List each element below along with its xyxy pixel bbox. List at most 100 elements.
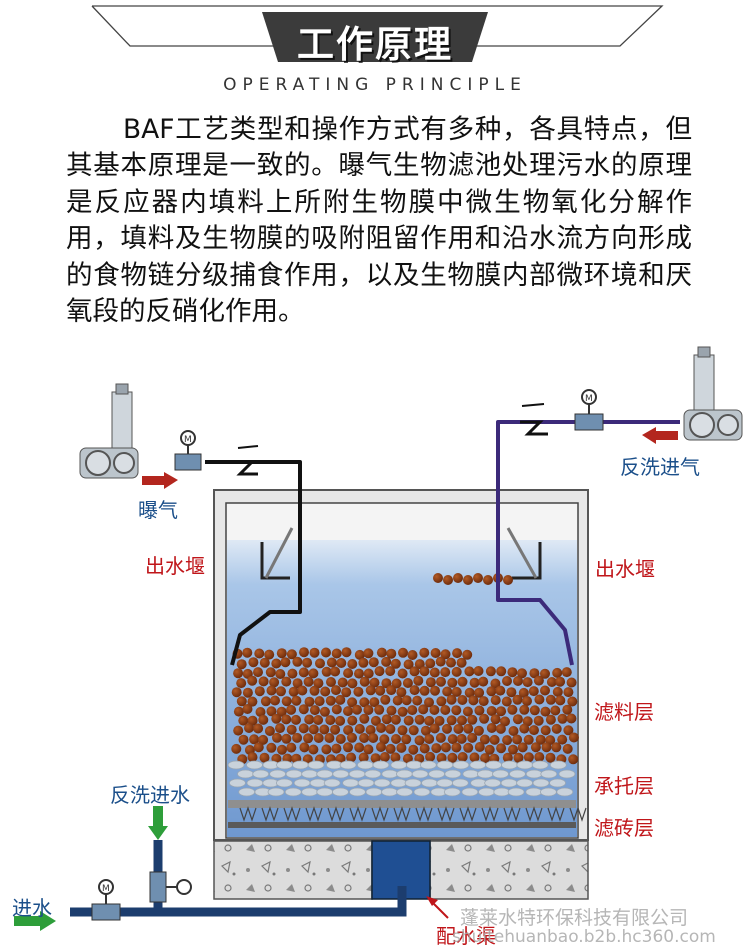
- media-ball: [298, 704, 309, 715]
- media-ball: [302, 657, 313, 668]
- support-pebble: [229, 778, 246, 788]
- support-pebble: [332, 769, 350, 779]
- media-ball: [512, 734, 523, 745]
- support-pebble: [269, 769, 287, 779]
- support-pebble: [470, 778, 488, 788]
- nozzle: [525, 806, 543, 822]
- media-ball: [425, 658, 436, 669]
- media-ball: [308, 724, 319, 735]
- media-ball: [414, 735, 425, 746]
- media-ball: [280, 657, 291, 668]
- media-ball: [457, 752, 468, 762]
- support-pebble: [476, 769, 494, 779]
- media-ball: [566, 713, 577, 724]
- media-ball: [513, 676, 523, 686]
- media-ball: [552, 667, 563, 678]
- filter-brick-floor: [228, 822, 576, 828]
- label-aeration: 曝气: [138, 498, 178, 522]
- media-ball: [508, 744, 518, 755]
- support-pebble: [436, 760, 454, 770]
- support-pebble: [285, 769, 303, 779]
- weir-right: [506, 527, 542, 580]
- support-pebble: [516, 760, 534, 770]
- media-ball: [506, 687, 517, 698]
- support-pebble: [390, 760, 408, 770]
- support-pebble: [492, 769, 509, 779]
- media-ball: [540, 668, 550, 679]
- media-ball: [331, 685, 341, 696]
- media-ball: [281, 696, 292, 707]
- media-ball: [486, 723, 497, 733]
- media-ball: [286, 742, 297, 753]
- media-ball: [424, 734, 435, 744]
- media-ball: [370, 715, 381, 726]
- media-ball: [535, 734, 546, 745]
- label-filter-brick: 滤砖层: [594, 816, 654, 840]
- media-ball: [286, 704, 297, 715]
- media-ball: [326, 677, 336, 687]
- media-ball: [508, 726, 519, 736]
- media-ball: [446, 657, 456, 668]
- support-pebble: [301, 787, 319, 797]
- media-ball: [555, 676, 566, 687]
- media-ball: [424, 715, 435, 726]
- media-ball: [490, 714, 501, 725]
- support-pebble: [396, 769, 413, 779]
- media-ball: [343, 742, 353, 753]
- media-ball: [501, 696, 512, 707]
- media-ball: [518, 687, 529, 698]
- media-ball: [390, 658, 401, 669]
- media-ball: [341, 647, 352, 658]
- media-ball: [407, 705, 418, 716]
- nozzle: [239, 806, 257, 822]
- media-ball: [369, 697, 380, 708]
- media-ball: [456, 657, 467, 668]
- media-ball: [407, 650, 418, 660]
- media-ball: [321, 666, 332, 677]
- nozzle: [393, 806, 411, 822]
- svg-text:M: M: [184, 435, 192, 445]
- media-ball: [397, 668, 408, 679]
- media-ball: [412, 695, 423, 706]
- media-ball: [253, 667, 263, 678]
- media-ball: [489, 734, 500, 745]
- support-pebble: [451, 778, 469, 788]
- media-ball: [265, 667, 276, 678]
- media-ball: [330, 666, 341, 677]
- media-ball: [463, 575, 473, 585]
- media-ball: [321, 647, 331, 658]
- media-ball: [545, 694, 556, 705]
- media-ball: [485, 666, 496, 677]
- label-backwash-water: 反洗进水: [110, 783, 190, 807]
- media-ball: [385, 743, 396, 754]
- backwash-air-valve: M: [574, 389, 604, 431]
- media-ball: [529, 668, 540, 679]
- media-ball: [429, 667, 440, 678]
- filter-brick-layer: [228, 800, 587, 828]
- media-ball: [431, 743, 442, 754]
- media-ball: [359, 733, 370, 743]
- label-distribution-channel: 配水渠: [436, 924, 496, 948]
- media-ball: [276, 686, 286, 697]
- media-ball: [386, 705, 397, 716]
- label-support-layer: 承托层: [594, 774, 654, 798]
- media-ball: [363, 705, 374, 715]
- label-filter-media: 滤料层: [594, 700, 654, 724]
- media-ball: [365, 725, 376, 735]
- label-water-inlet: 进水: [12, 896, 52, 920]
- media-ball: [517, 668, 527, 679]
- media-ball: [354, 723, 365, 734]
- media-ball: [242, 687, 253, 698]
- media-ball: [495, 685, 506, 696]
- media-ball: [253, 723, 264, 734]
- media-ball: [447, 752, 458, 763]
- media-ball: [479, 734, 490, 745]
- media-ball: [469, 752, 480, 763]
- nozzle: [261, 806, 279, 822]
- media-ball: [502, 752, 513, 763]
- media-ball: [436, 753, 447, 763]
- concrete-base-left: [213, 840, 373, 900]
- media-ball: [540, 725, 551, 736]
- media-ball: [390, 714, 401, 725]
- support-pebble: [493, 787, 511, 797]
